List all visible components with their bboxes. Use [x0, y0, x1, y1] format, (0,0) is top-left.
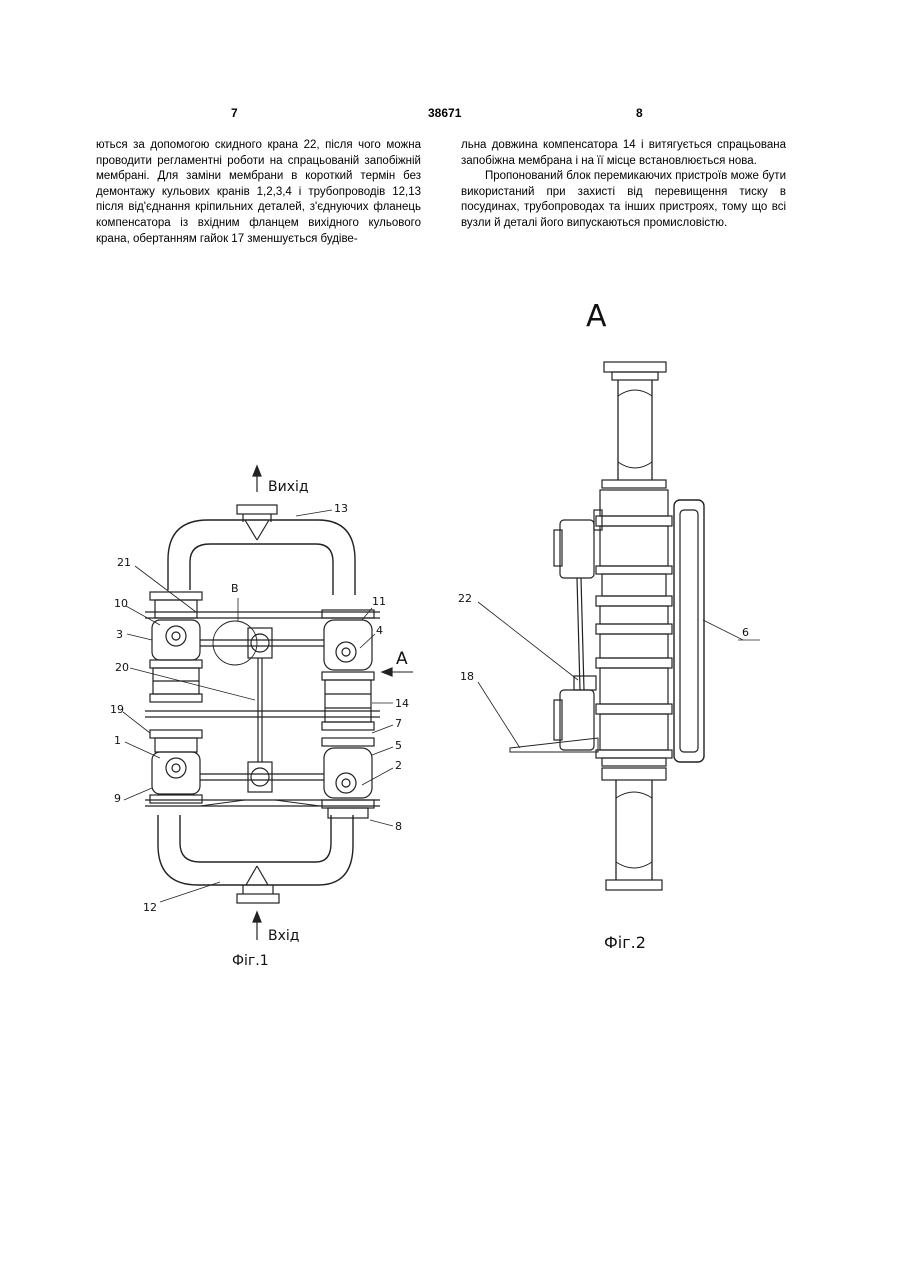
figure-2-drawing [478, 362, 760, 890]
callout-4: 4 [376, 624, 383, 637]
callout-2: 2 [395, 759, 402, 772]
figure-1-drawing [123, 466, 413, 940]
callout-6: 6 [742, 626, 749, 639]
callout-5: 5 [395, 739, 402, 752]
inlet-label: Вхід [268, 928, 299, 944]
callout-1: 1 [114, 734, 121, 747]
figure-1-caption: Фіг.1 [232, 953, 269, 969]
callout-9: 9 [114, 792, 121, 805]
callout-13: 13 [334, 502, 348, 515]
callout-7: 7 [395, 717, 402, 730]
callout-14: 14 [395, 697, 409, 710]
callout-10: 10 [114, 597, 128, 610]
callout-3: 3 [116, 628, 123, 641]
outlet-label: Вихід [268, 479, 309, 495]
detail-label: В [231, 582, 239, 595]
callout-22: 22 [458, 592, 472, 605]
callout-18: 18 [460, 670, 474, 683]
callout-19: 19 [110, 703, 124, 716]
figure-2-view-title: А [586, 299, 607, 334]
view-arrow-label: А [396, 649, 408, 669]
callout-12: 12 [143, 901, 157, 914]
callout-20: 20 [115, 661, 129, 674]
callout-8: 8 [395, 820, 402, 833]
callout-21: 21 [117, 556, 131, 569]
callout-11: 11 [372, 595, 386, 608]
figure-2-caption: Фіг.2 [604, 933, 646, 952]
